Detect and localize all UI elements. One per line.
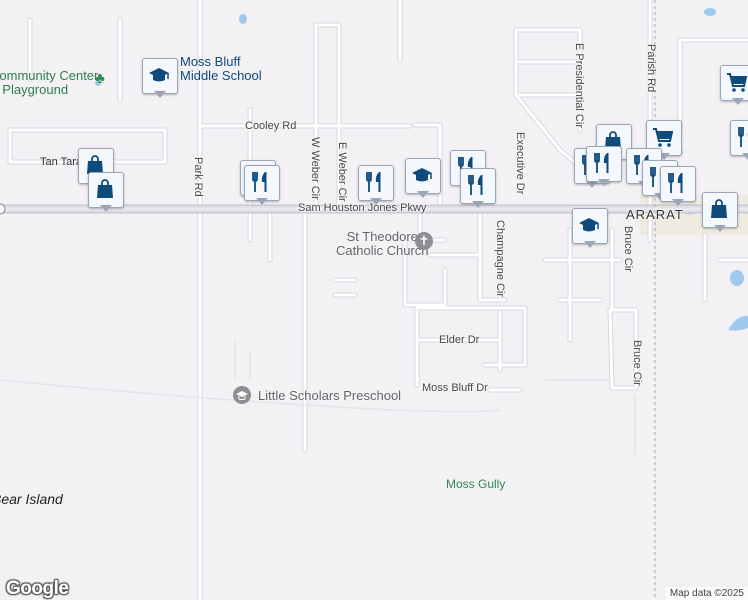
school-pin[interactable] [142,58,178,100]
place-label-preschool[interactable]: Little Scholars Preschool [258,388,402,403]
restaurant-pin[interactable] [660,166,696,208]
road-label-e-presidential: E Presidential Cir [573,43,585,128]
place-label-moss-gully[interactable]: Moss Gully [446,477,506,491]
restaurant-pin[interactable] [730,120,748,162]
google-logo: Google [6,578,69,599]
road-label-moss-bluff-dr: Moss Bluff Dr [422,382,488,394]
road-label-bruce-2: Bruce Cir [631,340,643,386]
school-pin[interactable] [572,208,608,250]
road-label-park: Park Rd [192,157,204,197]
restaurant-pin[interactable] [244,165,280,207]
place-label-bear-island: Bear Island [0,491,63,507]
school-icon [233,386,251,404]
place-label-middle-school[interactable]: Moss Bluff Middle School [180,54,262,84]
road-label-parish: Parish Rd [645,44,657,93]
road-label-e-weber: E Weber Cir [336,142,348,202]
road-label-cooley: Cooley Rd [245,120,297,132]
road-label-w-weber: W Weber Cir [309,137,321,200]
restaurant-pin[interactable] [586,146,622,188]
road-label-executive: Executive Dr [514,132,526,195]
map-attribution[interactable]: Map data ©2025 [665,587,748,600]
restaurant-pin[interactable] [358,165,394,207]
tree-icon: ♣ [95,70,105,87]
shopping-cart-pin[interactable] [720,65,748,107]
place-label-church[interactable]: St Theodore Catholic Church [336,229,429,259]
shopping-pin[interactable] [702,192,738,234]
road-label-champagne: Champagne Cir [494,220,506,298]
restaurant-pin[interactable] [460,168,496,210]
place-label-community-center[interactable]: Community Center & Playground [0,68,99,98]
road-label-sam-houston: Sam Houston Jones Pkwy [298,202,427,214]
road-label-bruce-1: Bruce Cir [622,226,634,272]
place-label-ararat: ARARAT [626,207,684,222]
school-pin[interactable] [405,158,441,200]
road-label-elder: Elder Dr [439,334,480,346]
church-cross-icon: ✝ [415,232,433,250]
place-label-tan-tara[interactable]: Tan Tara [40,156,82,168]
shopping-pin[interactable] [88,172,124,214]
